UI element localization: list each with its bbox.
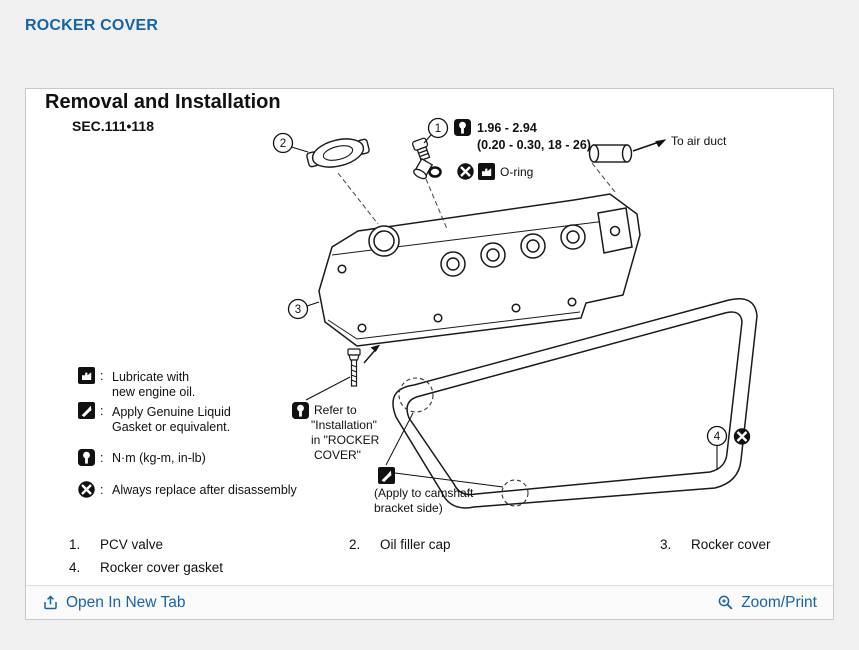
svg-text:2: 2 (280, 138, 286, 150)
apply-note: (Apply to camshaft bracket side) (374, 412, 504, 515)
callout-3: 3 (287, 298, 320, 320)
liquid-gasket-icon (78, 402, 95, 419)
diagram-panel: Removal and Installation SEC.111•118 (25, 88, 834, 620)
callout-2: 2 (272, 132, 309, 154)
open-in-new-tab-label: Open In New Tab (66, 593, 186, 611)
liquid-gasket-icon-note (378, 467, 395, 484)
callout-1: 1 (423, 117, 449, 144)
svg-text:in "ROCKER: in "ROCKER (311, 433, 380, 447)
svg-text:bracket side): bracket side) (374, 501, 443, 515)
part-number: 3. (660, 537, 672, 552)
part-item: 1. PCV valve (69, 537, 163, 552)
dashed-highlight-bottom (501, 479, 529, 507)
legend-text: Apply Genuine Liquid (112, 405, 231, 419)
rocker-cover-shape (318, 193, 641, 347)
oil-icon-oring (478, 163, 495, 180)
open-in-new-tab-link[interactable]: Open In New Tab (42, 594, 185, 612)
part-name: Rocker cover gasket (100, 560, 224, 575)
dashed-highlight-left (398, 377, 434, 413)
part-item: 4. Rocker cover gasket (69, 560, 223, 575)
panel-footer: Open In New Tab Zoom/Print (26, 585, 833, 619)
rocker-cover-diagram: To air duct 1.96 - 2.94 (0.20 - 0.30, 18… (77, 117, 758, 515)
svg-text:1: 1 (435, 123, 441, 135)
torque-icon-legend (78, 449, 95, 466)
bolt-arrow (363, 344, 381, 364)
air-duct-arrow (632, 139, 667, 152)
part-name: Oil filler cap (380, 537, 451, 552)
part-name: PCV valve (100, 537, 164, 552)
zoom-icon (718, 595, 733, 610)
leader-lines (337, 162, 616, 230)
legend: : Lubricate with new engine oil. : Apply… (77, 367, 298, 499)
svg-text:(Apply to camshaft: (Apply to camshaft (374, 486, 474, 500)
part-number: 4. (69, 560, 81, 575)
o-ring-label: O-ring (500, 165, 533, 179)
svg-text:COVER": COVER" (314, 448, 361, 462)
open-in-new-tab-icon (44, 595, 57, 610)
section-code: SEC.111•118 (72, 118, 154, 134)
zoom-print-link[interactable]: Zoom/Print (717, 594, 817, 612)
refer-note: Refer to "Installation" in "ROCKER COVER… (292, 376, 380, 462)
diagram-heading: Removal and Installation (45, 91, 281, 113)
torque-icon-spec (454, 119, 471, 136)
torque-icon-refer (292, 402, 309, 419)
svg-text:4: 4 (714, 431, 721, 443)
part-name: Rocker cover (691, 537, 771, 552)
legend-colon: : (100, 451, 103, 465)
page-title[interactable]: ROCKER COVER (25, 17, 159, 34)
part-number: 2. (349, 537, 361, 552)
legend-colon: : (100, 404, 103, 418)
part-item: 3. Rocker cover (660, 537, 771, 552)
legend-text: Always replace after disassembly (112, 483, 298, 497)
legend-text: Lubricate with (112, 370, 189, 384)
legend-colon: : (100, 369, 103, 383)
replace-icon-oring (456, 162, 475, 181)
legend-text: Gasket or equivalent. (112, 420, 230, 434)
part-number: 1. (69, 537, 81, 552)
oil-filler-cap-drawing (306, 138, 370, 168)
legend-text: N·m (kg-m, in-lb) (112, 451, 206, 465)
replace-icon-gasket (732, 427, 752, 446)
o-ring-drawing (428, 166, 442, 178)
replace-icon-legend (77, 480, 96, 499)
air-duct-tube-drawing (588, 144, 633, 163)
torque-spec-line1: 1.96 - 2.94 (477, 121, 537, 135)
rocker-cover-gasket-shape (392, 298, 758, 509)
bolt-drawing (347, 348, 361, 387)
callout-4: 4 (706, 425, 752, 470)
oil-icon (78, 367, 95, 384)
svg-text:"Installation": "Installation" (311, 418, 377, 432)
to-air-duct-label: To air duct (671, 134, 727, 148)
part-item: 2. Oil filler cap (349, 537, 451, 552)
svg-text:3: 3 (295, 304, 301, 316)
legend-colon: : (100, 483, 103, 497)
zoom-print-label: Zoom/Print (741, 593, 817, 611)
legend-text: new engine oil. (112, 385, 195, 399)
torque-spec-line2: (0.20 - 0.30, 18 - 26) (477, 138, 591, 152)
svg-text:Refer to: Refer to (314, 403, 357, 417)
